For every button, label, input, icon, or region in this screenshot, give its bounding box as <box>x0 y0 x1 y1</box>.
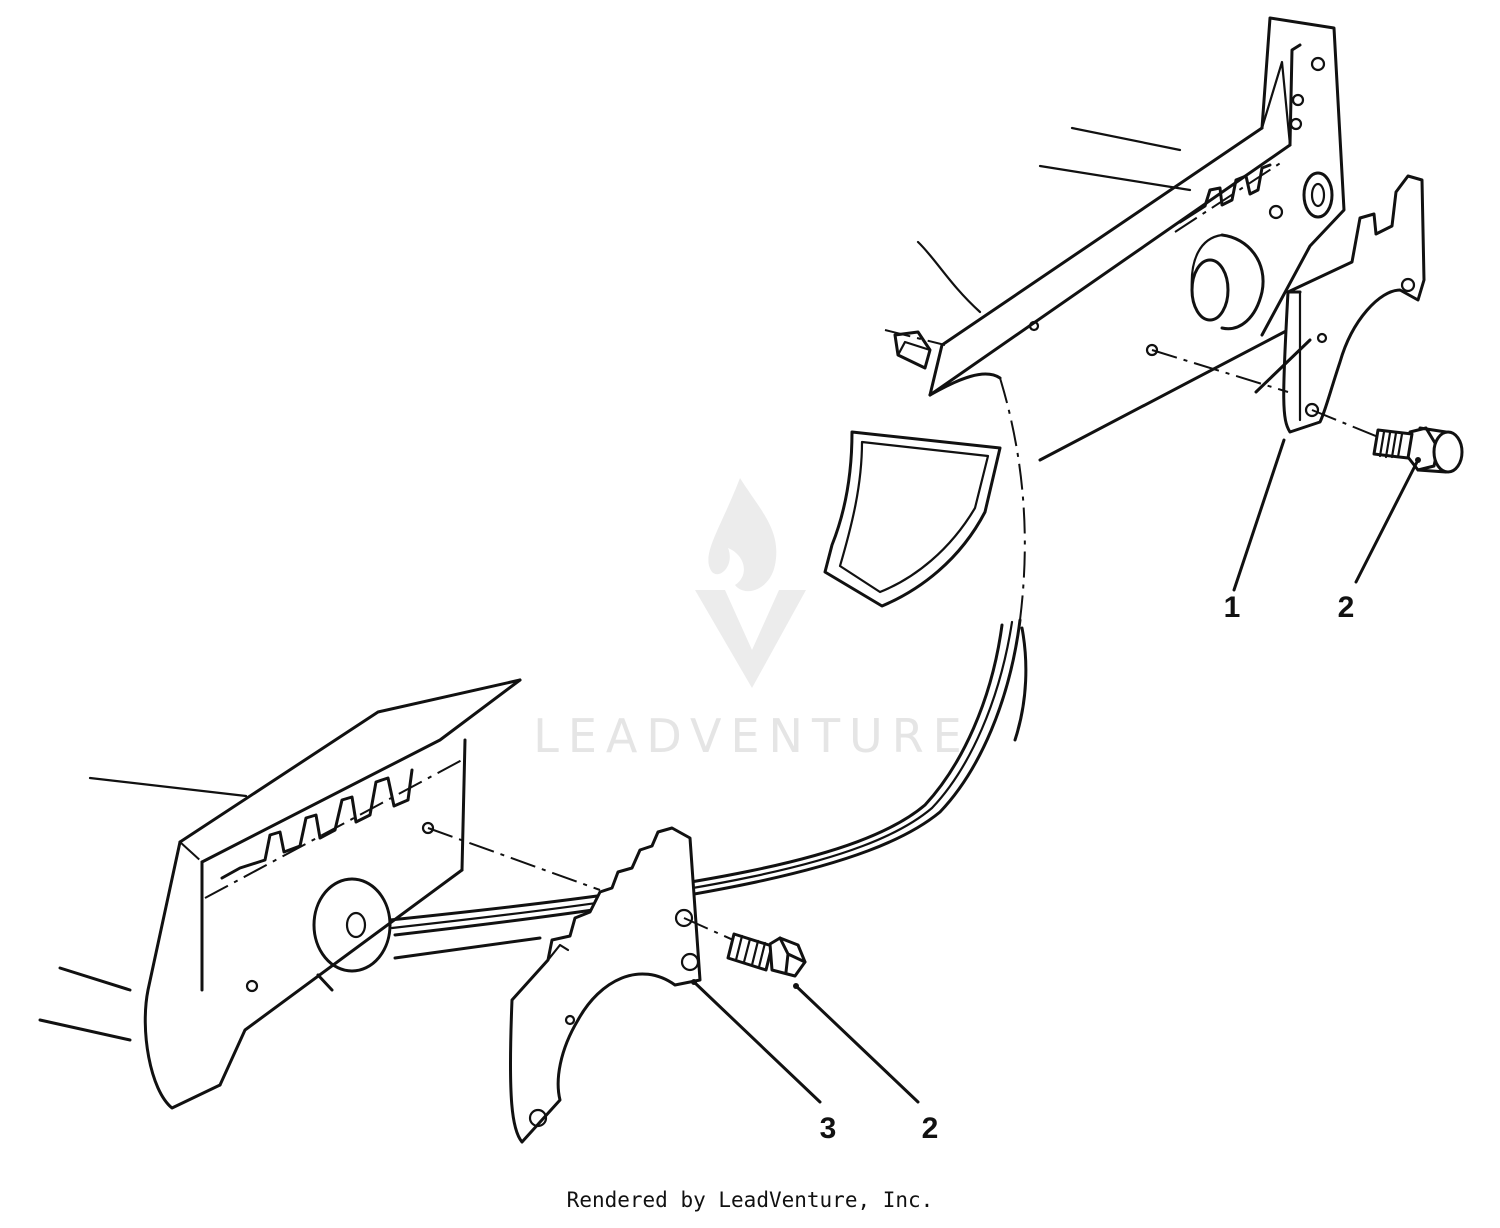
callout-3: 3 <box>820 1112 837 1145</box>
lower-housing <box>38 678 601 1110</box>
watermark-v-icon <box>695 590 806 688</box>
part-2-bolt-lower <box>683 917 807 978</box>
watermark-flame-icon <box>708 478 777 592</box>
leader-lines <box>691 438 1421 1104</box>
callouts: 1 2 3 2 <box>820 591 1355 1145</box>
part-1-bracket <box>1151 174 1426 434</box>
watermark-text: LEADVENTURE <box>533 709 971 763</box>
center-pad <box>823 430 1002 608</box>
upper-housing <box>884 16 1346 621</box>
footer-credit: Rendered by LeadVenture, Inc. <box>566 1188 934 1212</box>
part-3-bracket <box>508 826 702 1144</box>
callout-2-upper: 2 <box>1338 591 1355 624</box>
belt <box>388 618 1028 960</box>
callout-2-lower: 2 <box>922 1112 939 1145</box>
watermark: LEADVENTURE <box>533 478 971 763</box>
part-2-bolt-upper <box>1311 409 1464 474</box>
callout-1: 1 <box>1224 591 1241 624</box>
